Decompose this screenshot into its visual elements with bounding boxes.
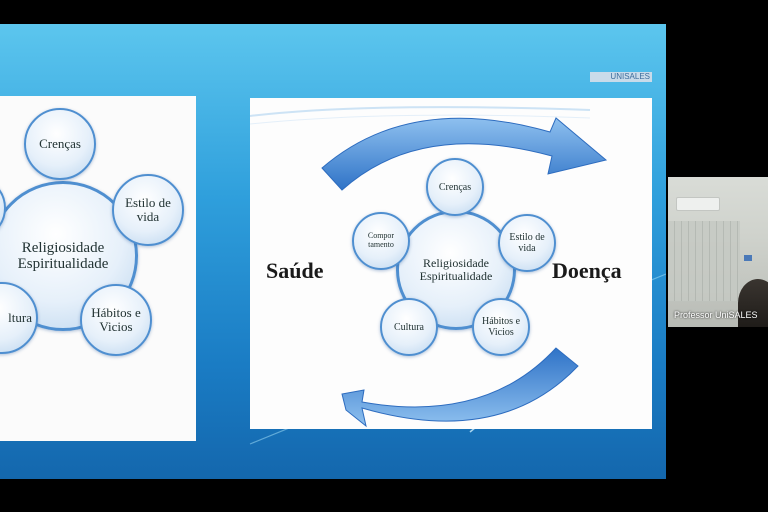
top-arrow bbox=[321, 117, 608, 191]
right-bubble-crencas-label: Crenças bbox=[438, 181, 472, 193]
left-bubble-cultura-label: ltura bbox=[8, 309, 32, 325]
cycle-arrows bbox=[250, 106, 608, 428]
left-diagram-panel: Religiosidade Espiritualidade Crenças Es… bbox=[0, 96, 196, 441]
right-bubble-crencas: Crenças bbox=[426, 158, 484, 216]
presentation-slide: Religiosidade Espiritualidade Crenças Es… bbox=[0, 24, 666, 479]
right-bubble-estilo-label: Estilo de vida bbox=[509, 232, 545, 254]
left-bubble-habitos-label: Hábitos e Vicios bbox=[91, 304, 141, 334]
right-bubble-habitos-label: Hábitos e Vicios bbox=[481, 316, 521, 338]
person-silhouette bbox=[738, 279, 768, 327]
right-diagram-panel: Saúde Doença Religiosidade Espiritualida… bbox=[250, 98, 652, 429]
right-bubble-cultura: Cultura bbox=[380, 298, 438, 356]
left-bubble-estilo-label: Estilo de vida bbox=[125, 194, 171, 224]
left-bubble-habitos: Hábitos e Vicios bbox=[80, 284, 152, 356]
left-bubble-crencas-label: Crenças bbox=[39, 135, 81, 151]
slide-corner-tag: UNISALES bbox=[590, 72, 652, 82]
air-conditioner bbox=[676, 197, 720, 211]
left-bubble-estilo: Estilo de vida bbox=[112, 174, 184, 246]
right-bubble-cultura-label: Cultura bbox=[394, 321, 424, 333]
right-bubble-estilo: Estilo de vida bbox=[498, 214, 556, 272]
bottom-arrow bbox=[341, 347, 579, 428]
doenca-label: Doença bbox=[552, 258, 622, 283]
webcam-tile[interactable]: Professor UniSALES bbox=[668, 177, 768, 327]
saude-label: Saúde bbox=[266, 258, 324, 283]
right-center-label: Religiosidade Espiritualidade bbox=[419, 255, 493, 283]
left-bubble-crencas: Crenças bbox=[24, 108, 96, 180]
participant-name: Professor UniSALES bbox=[674, 310, 758, 320]
wall-sign bbox=[744, 255, 752, 261]
right-bubble-habitos: Hábitos e Vicios bbox=[472, 298, 530, 356]
right-bubble-comportamento: Compor tamento bbox=[352, 212, 410, 270]
wall-calendar bbox=[668, 221, 740, 301]
right-bubble-comportamento-label: Compor tamento bbox=[367, 231, 395, 249]
left-center-label: Religiosidade Espiritualidade bbox=[17, 239, 109, 273]
